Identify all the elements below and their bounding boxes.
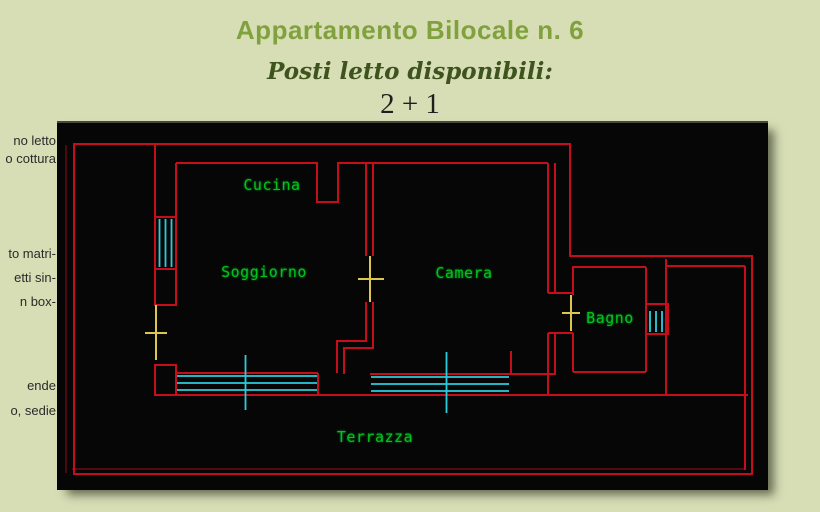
room-labels-group: Cucina Soggiorno Camera Bagno Terrazza bbox=[221, 176, 634, 446]
room-label-cucina: Cucina bbox=[243, 176, 300, 194]
window-symbol bbox=[649, 311, 663, 332]
sidebar-text-fragment: to matri- bbox=[8, 246, 56, 261]
door-symbol bbox=[145, 305, 167, 360]
outer-border bbox=[65, 143, 753, 475]
sidebar-text-fragment: etti sin- bbox=[14, 270, 56, 285]
floorplan-image: Cucina Soggiorno Camera Bagno Terrazza bbox=[57, 121, 768, 490]
sidebar-text-fragment: o, sedie bbox=[10, 403, 56, 418]
room-label-bagno: Bagno bbox=[586, 309, 634, 327]
interior-walls-path bbox=[154, 144, 748, 470]
page-title: Appartamento Bilocale n. 6 bbox=[235, 15, 585, 45]
room-label-camera: Camera bbox=[435, 264, 492, 282]
door-symbol bbox=[358, 256, 384, 302]
door-symbol bbox=[562, 295, 580, 331]
border-shadow-lines bbox=[65, 145, 745, 473]
sidebar-text-fragment: ende bbox=[27, 378, 56, 393]
window-symbol bbox=[371, 352, 509, 413]
sidebar-text-fragment: o cottura bbox=[5, 151, 56, 166]
floorplan-svg: Cucina Soggiorno Camera Bagno Terrazza bbox=[65, 143, 753, 475]
outer-border-path bbox=[73, 143, 753, 475]
room-label-soggiorno: Soggiorno bbox=[221, 263, 307, 281]
window-symbol bbox=[158, 219, 173, 267]
room-label-terrazza: Terrazza bbox=[337, 428, 413, 446]
door-symbols-group bbox=[145, 256, 580, 360]
sidebar-text-fragment: n box- bbox=[19, 294, 56, 309]
interior-walls-group bbox=[154, 144, 748, 470]
window-symbol bbox=[177, 355, 317, 410]
sidebar-text-fragment: no letto bbox=[13, 133, 56, 148]
window-symbols-group bbox=[158, 219, 663, 413]
beds-subtitle: Posti letto disponibili: bbox=[267, 58, 553, 85]
beds-count: 2 + 1 bbox=[380, 88, 440, 120]
